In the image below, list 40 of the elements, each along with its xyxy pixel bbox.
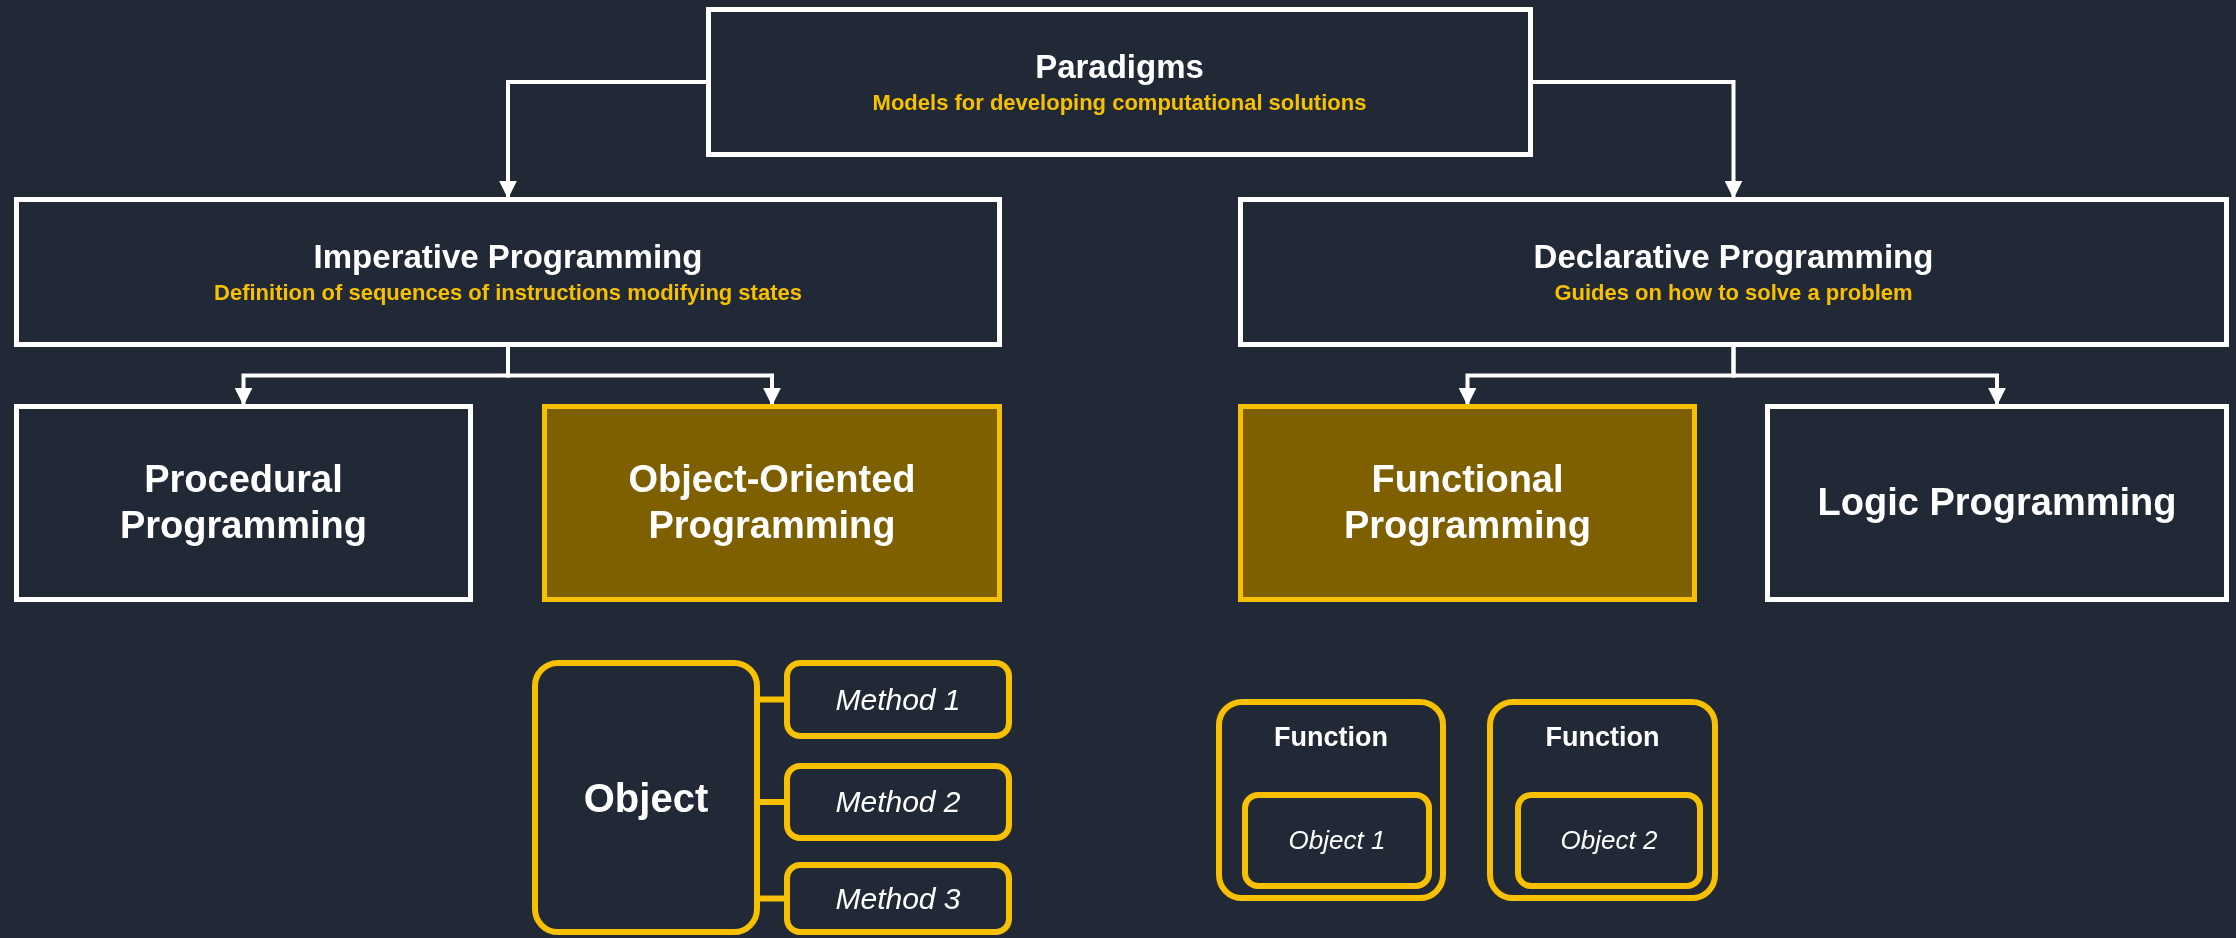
- item-box: [784, 862, 1012, 935]
- box-title: Logic Programming: [1817, 480, 2177, 526]
- item-box: [784, 763, 1012, 841]
- paradigm-box: [14, 197, 1002, 347]
- item-box: [1515, 792, 1703, 889]
- concept-box: [1216, 699, 1446, 901]
- box-title: Object: [583, 774, 709, 822]
- box-subtitle: Models for developing computational solutions: [872, 88, 1367, 117]
- connector-line: [760, 895, 784, 902]
- box-title: Declarative Programming: [1533, 236, 1934, 277]
- concept-box: [532, 660, 760, 935]
- connector-line: [760, 696, 784, 703]
- box-title: Paradigms: [1035, 46, 1204, 87]
- box-title: Object-Oriented Programming: [627, 457, 917, 548]
- highlighted-paradigm-box: [1238, 404, 1697, 602]
- box-title: Function: [1274, 721, 1388, 754]
- box-title: Object 1: [1288, 824, 1386, 857]
- arrow: [499, 80, 706, 199]
- arrow: [1731, 347, 2006, 406]
- box-title: Method 3: [835, 880, 961, 917]
- highlighted-paradigm-box: [542, 404, 1002, 602]
- paradigm-box: [706, 7, 1533, 157]
- box-title: Functional Programming: [1342, 457, 1592, 548]
- paradigm-box: [14, 404, 473, 602]
- box-title: Function: [1545, 721, 1660, 754]
- box-subtitle: Definition of sequences of instructions modifying states: [214, 278, 802, 307]
- box-title: Imperative Programming: [313, 236, 703, 277]
- box-title: Method 1: [835, 681, 961, 718]
- item-box: [784, 660, 1012, 739]
- box-title: Method 2: [835, 784, 961, 820]
- concept-box: [1487, 699, 1718, 901]
- arrow: [506, 347, 781, 406]
- item-box: [1242, 792, 1432, 889]
- box-subtitle: Guides on how to solve a problem: [1554, 278, 1913, 307]
- paradigm-box: [1238, 197, 2229, 347]
- box-title: Procedural Programming: [118, 457, 368, 548]
- arrow: [1533, 80, 1743, 199]
- connector-line: [760, 799, 784, 805]
- box-title: Object 2: [1560, 824, 1658, 857]
- paradigm-box: [1765, 404, 2229, 602]
